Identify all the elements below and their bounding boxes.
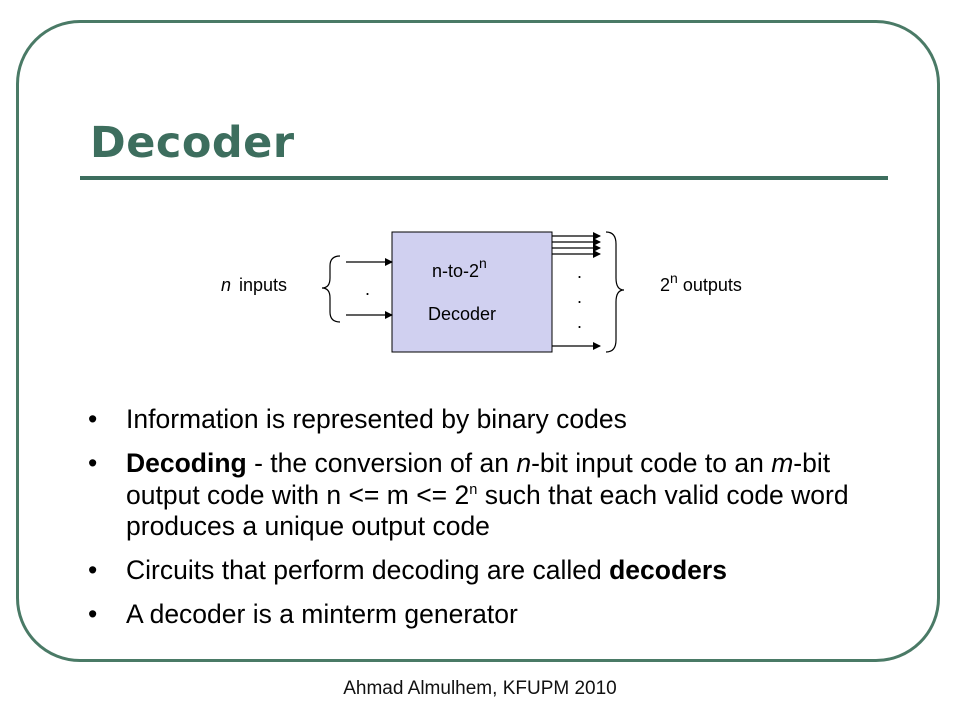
- bullet-italic-var: m: [771, 447, 794, 478]
- bullet-marker: •: [88, 555, 98, 586]
- bullet-text-part: - the conversion of an: [246, 447, 517, 478]
- bullet-bold-term: Decoding: [126, 447, 247, 478]
- bullet-item: • Decoding - the conversion of an n-bit …: [88, 448, 888, 543]
- slide-title: Decoder: [90, 118, 295, 168]
- bullet-item: • A decoder is a minterm generator: [88, 599, 888, 631]
- bullet-item: • Information is represented by binary c…: [88, 404, 888, 436]
- bullet-superscript: n: [469, 481, 478, 498]
- bullet-text: Information is represented by binary cod…: [126, 404, 627, 434]
- bullet-italic-var: n: [516, 447, 532, 478]
- bullet-marker: •: [88, 447, 98, 478]
- slide-footer: Ahmad Almulhem, KFUPM 2010: [343, 678, 617, 699]
- slide-frame: [16, 20, 940, 662]
- bullet-marker: •: [88, 404, 98, 434]
- bullet-text: Circuits that perform decoding are calle…: [126, 555, 610, 586]
- bullet-bold-term: decoders: [609, 555, 727, 586]
- bullet-text: A decoder is a minterm generator: [126, 598, 518, 629]
- bullet-marker: •: [88, 598, 98, 629]
- title-underline: [80, 176, 888, 180]
- bullet-text-part: -bit output code with n <= m <= 2: [126, 447, 831, 510]
- bullet-text-part: such that each valid code word produces …: [126, 479, 849, 542]
- bullet-text-part: -bit input code to an: [531, 447, 772, 478]
- bullet-list: • Information is represented by binary c…: [88, 404, 888, 643]
- bullet-item: • Circuits that perform decoding are cal…: [88, 555, 888, 587]
